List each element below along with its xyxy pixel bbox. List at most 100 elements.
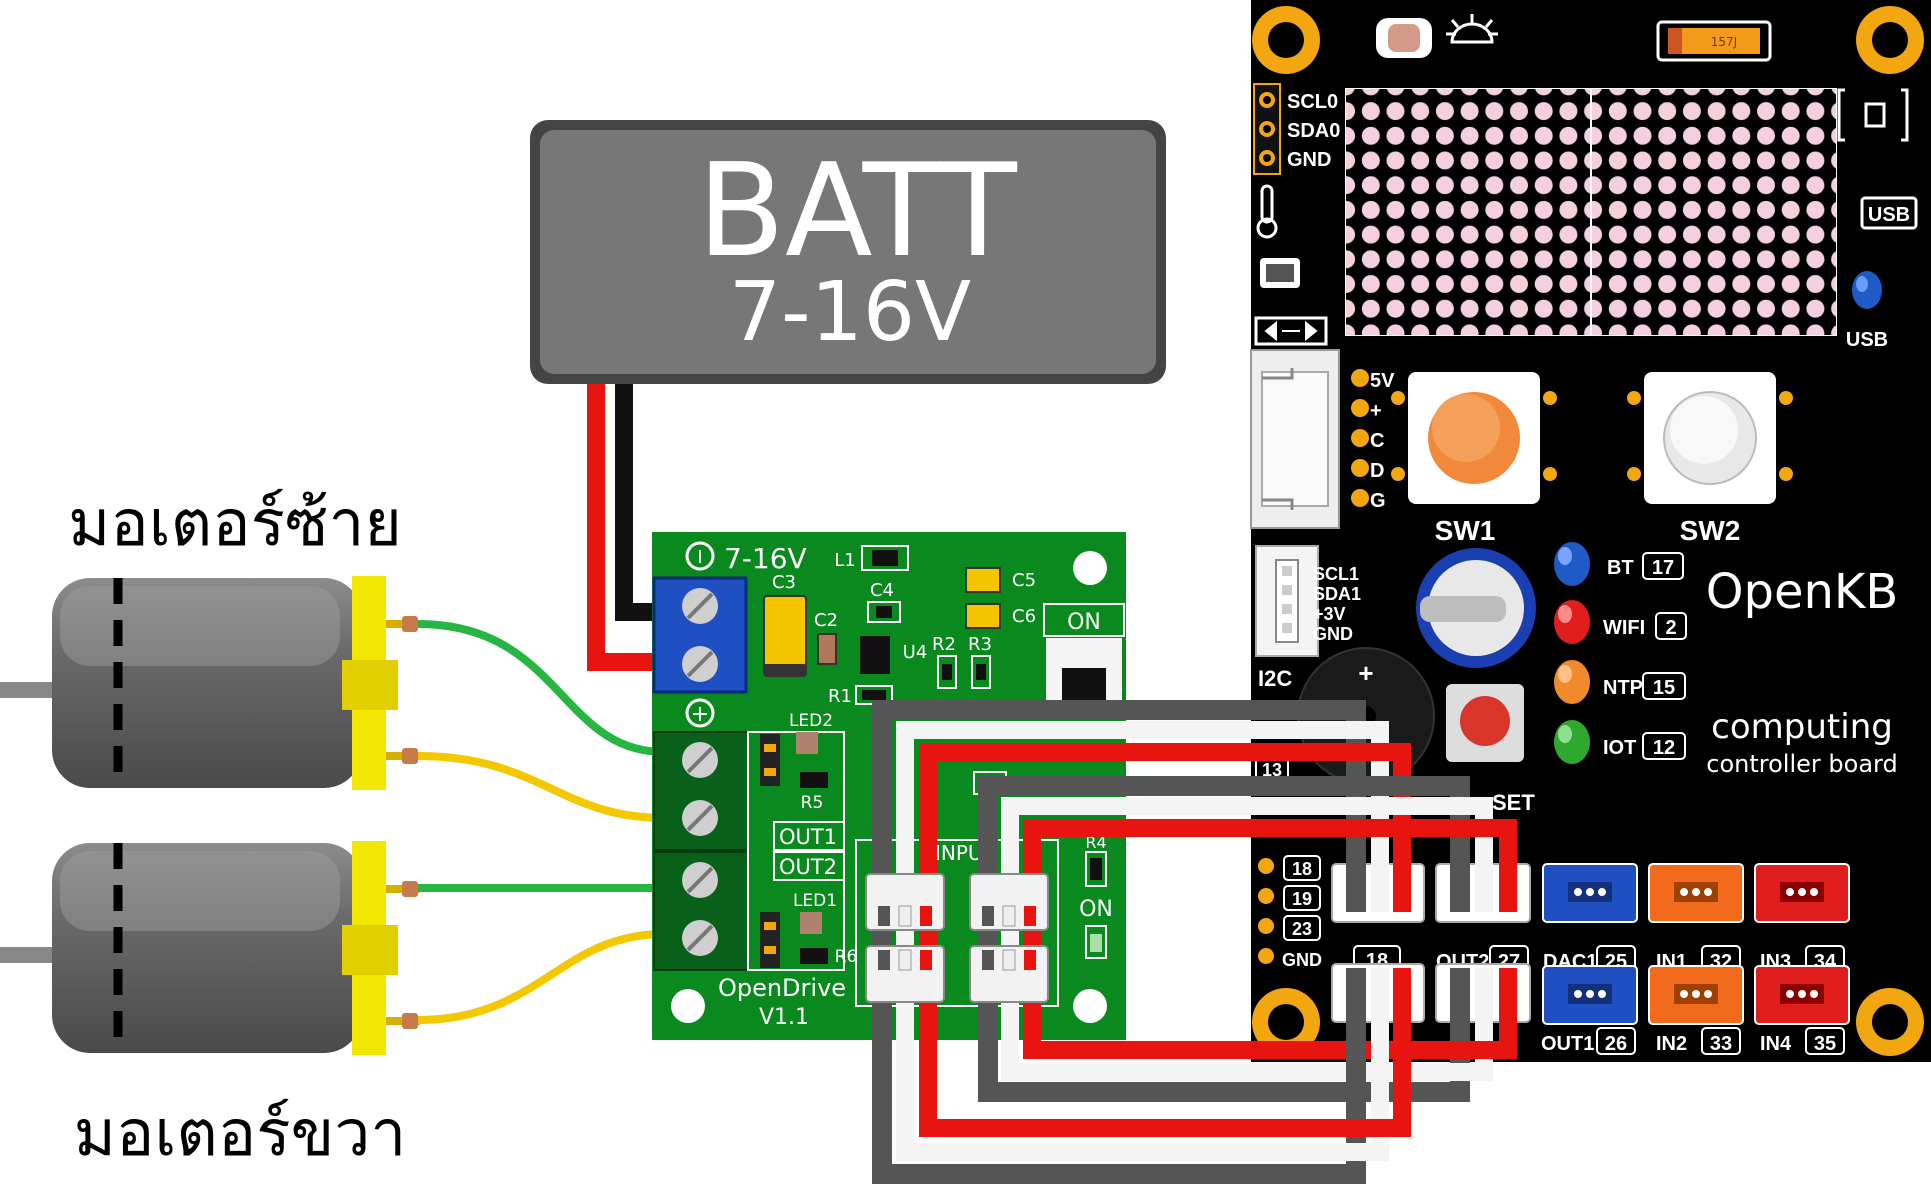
- sw2-button[interactable]: SW2: [1627, 372, 1793, 546]
- part-r1: R1: [828, 686, 852, 707]
- usb-led-label: USB: [1846, 329, 1888, 351]
- reset-button[interactable]: SET: [1446, 684, 1535, 815]
- status-leds: BT 17 WIFI 2 NTP 15 IOT 12: [1554, 542, 1687, 764]
- motor-right-label: มอเตอร์ขวา: [74, 1097, 407, 1171]
- left-pin-1: 18: [1292, 859, 1312, 879]
- i2c-side-pin-4: GND: [1313, 624, 1353, 644]
- part-l1: L1: [834, 550, 855, 571]
- i2c-top-pin-3: GND: [1287, 149, 1331, 171]
- led-ntp-pin: 15: [1653, 677, 1675, 699]
- driver-name: OpenDrive: [718, 974, 846, 1002]
- motor-left-wire-green: [417, 620, 665, 756]
- reset-label: SET: [1492, 790, 1535, 815]
- thermometer-icon: [1256, 184, 1278, 239]
- potentiometer-knob[interactable]: [1416, 548, 1536, 668]
- part-c3: C3: [772, 572, 796, 593]
- grove-pins: [1351, 369, 1369, 507]
- port-in4-label: IN4: [1760, 1033, 1792, 1055]
- motor-left-label: มอเตอร์ซ้าย: [68, 487, 402, 561]
- grove-pin-5: G: [1370, 490, 1386, 512]
- part-c4: C4: [870, 580, 894, 601]
- led-bt: BT 17: [1554, 542, 1684, 586]
- i2c-mark: I2C: [1258, 666, 1292, 691]
- port-in2-label: IN2: [1656, 1033, 1687, 1055]
- led-iot-pin: 12: [1653, 737, 1675, 759]
- driver-mount-hole: [1073, 989, 1107, 1023]
- driver-on-indicator: R4 ON: [1079, 833, 1113, 959]
- power-terminal: I 7-16V +: [652, 541, 807, 728]
- led-ntp: NTP 15: [1554, 660, 1686, 704]
- input-label: INPU: [935, 841, 983, 865]
- i2c-side-pin-1: SCL1: [1313, 564, 1359, 584]
- part-r5: R5: [801, 793, 824, 813]
- brand-title: OpenKB: [1706, 564, 1899, 620]
- left-pin-3: 23: [1292, 919, 1312, 939]
- chip-icon: [1260, 258, 1300, 288]
- led-iot-label: IOT: [1603, 737, 1636, 759]
- motion-icon: [1254, 316, 1328, 346]
- motor-left-wire-yellow: [417, 752, 665, 822]
- port-out1: OUT1 26: [1541, 965, 1638, 1055]
- i2c-top-header: SCL0 SDA0 GND: [1253, 83, 1340, 175]
- grove-pin-3: C: [1370, 430, 1384, 452]
- led-wifi: WIFI 2: [1554, 600, 1687, 644]
- port-dac1: DAC1 25: [1542, 863, 1638, 973]
- battery-wire-black: [615, 378, 660, 621]
- mount-hole: [1252, 6, 1924, 1056]
- led-wifi-pin: 2: [1665, 617, 1676, 639]
- part-c2: C2: [814, 610, 838, 631]
- svg-text:R4: R4: [1085, 833, 1106, 852]
- sw1-button[interactable]: SW1: [1391, 372, 1557, 546]
- led-iot: IOT 12: [1554, 720, 1686, 764]
- part-led1: LED1: [793, 891, 837, 911]
- signal-cable-2: [978, 776, 1517, 1092]
- signal-cable-3: [978, 962, 1517, 1102]
- port-in1: IN1 32: [1648, 863, 1744, 973]
- battery-voltage: 7-16V: [729, 265, 971, 360]
- brand-subtitle-1: computing: [1711, 707, 1893, 747]
- battery-wire-red: [587, 378, 660, 671]
- power-switch-label: ON: [1067, 610, 1101, 635]
- left-pin-2: 19: [1292, 889, 1312, 909]
- port-in4: IN4 35: [1754, 965, 1850, 1055]
- svg-text:I: I: [697, 547, 702, 568]
- usb-box-label: USB: [1868, 204, 1910, 226]
- left-pin-4: GND: [1282, 950, 1322, 970]
- port-in4-pin: 35: [1814, 1033, 1836, 1055]
- driver-out1: OUT1: [779, 825, 837, 849]
- part-u4: U4: [903, 642, 928, 663]
- usb-connector: USB USB: [1837, 88, 1918, 351]
- tantalum-capacitor: 157J: [1656, 20, 1772, 62]
- part-r6: R6: [835, 947, 858, 967]
- motor-right-wire-yellow: [417, 930, 665, 1024]
- led-wifi-label: WIFI: [1603, 617, 1645, 639]
- motor-right: [0, 841, 420, 1055]
- part-r3: R3: [968, 634, 992, 655]
- cap-code: 157J: [1711, 35, 1737, 49]
- led-bt-pin: 17: [1652, 557, 1674, 579]
- controller-board: 157J SCL0 SDA0 GND: [1250, 0, 1931, 1062]
- brand-subtitle-2: controller board: [1706, 750, 1897, 778]
- light-sensor-icon: [1376, 14, 1498, 58]
- grove-pin-1: 5V: [1370, 370, 1395, 392]
- port-in2-pin: 33: [1710, 1033, 1732, 1055]
- driver-mount-hole: [1073, 551, 1107, 585]
- port-in2: IN2 33: [1648, 965, 1744, 1055]
- i2c-side-pin-2: SDA1: [1313, 584, 1361, 604]
- driver-plus-label: +: [691, 702, 709, 727]
- battery-pack: BATT 7-16V: [530, 120, 1166, 384]
- motor-left: [0, 576, 420, 790]
- driver-components: C3 C2 L1 C4 U4 C5 C6 R2 R3 R1: [763, 545, 1036, 707]
- grove-pin-4: D: [1370, 460, 1384, 482]
- part-led2: LED2: [789, 711, 833, 731]
- i2c-top-pin-1: SCL0: [1287, 91, 1338, 113]
- port-out1-label: OUT1: [1541, 1033, 1594, 1055]
- power-switch[interactable]: ON: [1043, 603, 1125, 706]
- sw2-label: SW2: [1680, 515, 1741, 546]
- driver-mount-hole: [671, 989, 705, 1023]
- led-matrix: [1345, 88, 1837, 336]
- battery-title: BATT: [697, 137, 1017, 286]
- part-c5: C5: [1012, 570, 1036, 591]
- i2c-side-connector: SCL1 SDA1 +3V GND I2C: [1255, 545, 1361, 691]
